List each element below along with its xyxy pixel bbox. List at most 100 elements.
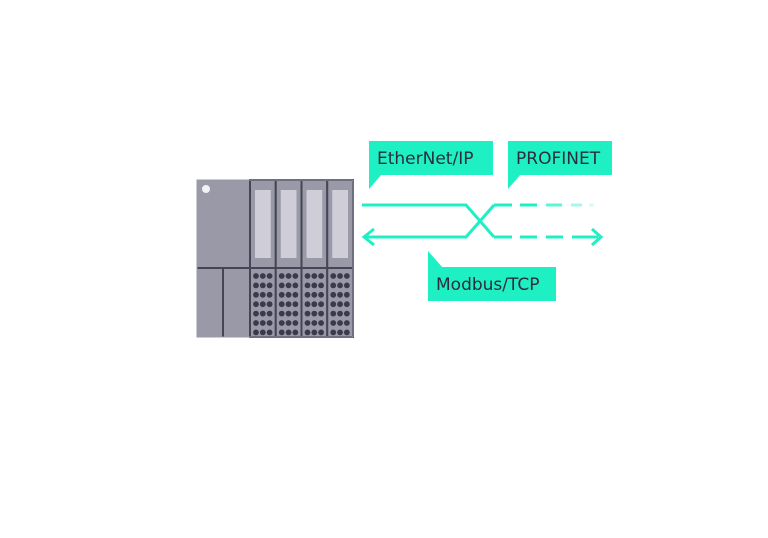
terminal-hole xyxy=(278,291,285,298)
terminal-hole xyxy=(311,310,318,317)
module-label-slot xyxy=(306,190,323,258)
terminal-hole xyxy=(330,273,337,279)
terminal-hole xyxy=(285,273,292,279)
terminal-hole xyxy=(253,320,259,326)
terminal-hole xyxy=(337,282,343,289)
module-label-slot xyxy=(332,190,348,258)
terminal-hole xyxy=(318,273,324,279)
terminal-hole xyxy=(253,282,259,289)
terminal-hole xyxy=(259,282,266,289)
terminal-hole xyxy=(259,301,266,308)
terminal-hole xyxy=(292,291,299,298)
terminal-hole xyxy=(318,282,324,289)
terminal-hole xyxy=(285,291,292,298)
terminal-hole xyxy=(343,329,350,336)
terminal-hole xyxy=(253,301,259,308)
terminal-hole xyxy=(292,301,299,308)
terminal-hole xyxy=(330,329,337,336)
connection-lines xyxy=(361,203,604,247)
ethernet-ip-label: EtherNet/IP xyxy=(377,149,473,169)
terminal-hole xyxy=(278,310,285,317)
terminal-hole xyxy=(343,291,350,298)
terminal-hole xyxy=(318,310,324,317)
terminal-hole xyxy=(278,320,285,326)
terminal-hole xyxy=(330,301,337,308)
terminal-hole xyxy=(304,291,311,298)
terminal-hole xyxy=(259,320,266,326)
terminal-hole xyxy=(343,301,350,308)
terminal-hole xyxy=(278,301,285,308)
terminal-hole xyxy=(278,282,285,289)
arrow-right-icon xyxy=(591,227,604,247)
terminal-hole xyxy=(343,273,350,279)
terminal-hole xyxy=(304,310,311,317)
terminal-hole xyxy=(253,273,259,279)
status-led xyxy=(202,185,210,193)
terminal-hole xyxy=(292,282,299,289)
terminal-hole xyxy=(278,273,285,279)
terminal-hole xyxy=(278,329,285,336)
terminal-hole xyxy=(330,320,337,326)
terminal-hole xyxy=(304,273,311,279)
terminal-hole xyxy=(318,291,324,298)
module-label-slot xyxy=(280,190,297,258)
terminal-hole xyxy=(337,301,343,308)
terminal-hole xyxy=(330,282,337,289)
terminal-hole xyxy=(311,329,318,336)
terminal-hole xyxy=(292,329,299,336)
modbus-tcp-callout: Modbus/TCP xyxy=(428,251,556,301)
terminal-hole xyxy=(337,329,343,336)
terminal-hole xyxy=(266,329,273,336)
terminal-hole xyxy=(304,320,311,326)
terminal-hole xyxy=(330,310,337,317)
modbus-tcp-label: Modbus/TCP xyxy=(436,275,540,295)
modbus-dashed-line xyxy=(494,227,604,247)
terminal-hole xyxy=(253,329,259,336)
module-label-slot xyxy=(255,190,271,258)
terminal-hole xyxy=(337,273,343,279)
terminal-hole xyxy=(259,310,266,317)
terminal-hole xyxy=(285,301,292,308)
terminal-hole xyxy=(285,282,292,289)
cpu-module xyxy=(197,180,250,337)
plc-controller xyxy=(196,179,354,338)
terminal-hole xyxy=(311,273,318,279)
terminal-hole xyxy=(266,273,273,279)
terminal-hole xyxy=(259,273,266,279)
terminal-hole xyxy=(253,310,259,317)
terminal-hole xyxy=(266,310,273,317)
terminal-hole xyxy=(266,282,273,289)
profinet-callout: PROFINET xyxy=(508,141,612,189)
ethernet-ip-line xyxy=(362,203,496,238)
terminal-hole xyxy=(285,320,292,326)
io-module xyxy=(326,179,354,338)
terminal-hole xyxy=(337,310,343,317)
profinet-label: PROFINET xyxy=(516,149,601,169)
terminal-hole xyxy=(259,291,266,298)
terminal-hole xyxy=(318,301,324,308)
terminal-hole xyxy=(259,329,266,336)
io-module xyxy=(274,179,303,338)
terminal-hole xyxy=(285,310,292,317)
terminal-hole xyxy=(311,282,318,289)
arrow-left-icon xyxy=(361,227,375,247)
terminal-hole xyxy=(318,320,324,326)
terminal-hole xyxy=(266,301,273,308)
terminal-hole xyxy=(304,301,311,308)
terminal-hole xyxy=(253,291,259,298)
terminal-hole xyxy=(304,282,311,289)
io-module xyxy=(249,179,277,338)
terminal-hole xyxy=(330,291,337,298)
terminal-hole xyxy=(343,282,350,289)
io-modules xyxy=(249,179,354,338)
terminal-hole xyxy=(343,310,350,317)
terminal-hole xyxy=(311,291,318,298)
terminal-hole xyxy=(343,320,350,326)
modbus-line xyxy=(366,219,483,239)
terminal-hole xyxy=(292,273,299,279)
terminal-hole xyxy=(292,320,299,326)
terminal-hole xyxy=(318,329,324,336)
terminal-hole xyxy=(311,301,318,308)
io-module xyxy=(300,179,329,338)
terminal-hole xyxy=(311,320,318,326)
